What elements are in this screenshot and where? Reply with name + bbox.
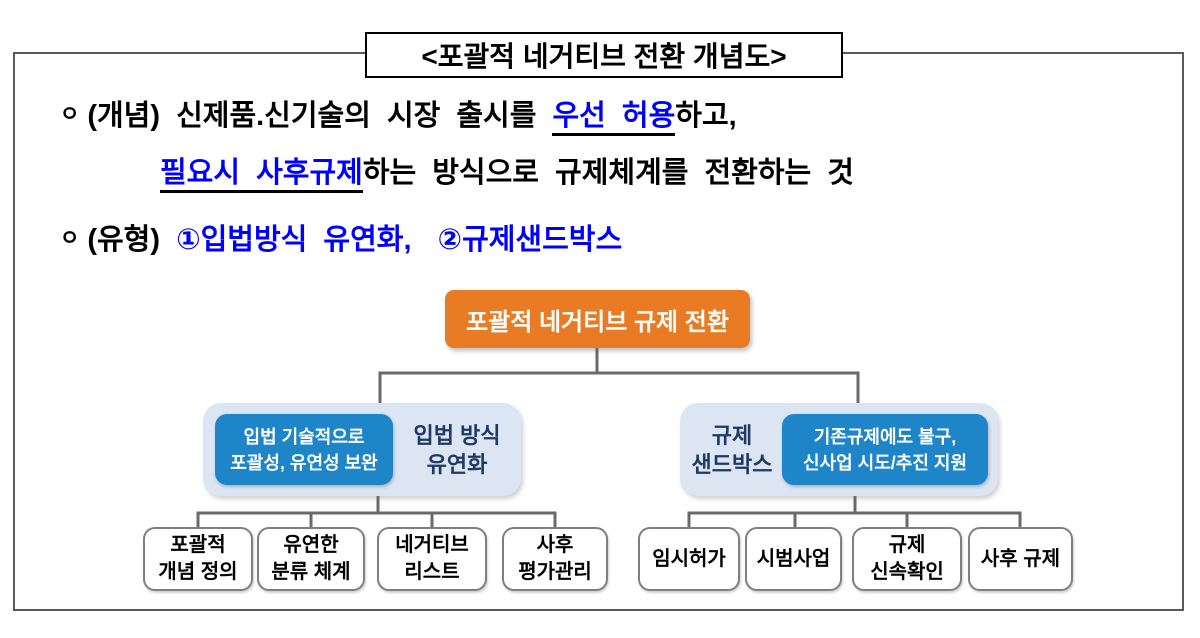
concept-label: (개념) — [87, 100, 161, 132]
title-box: <포괄적 네거티브 전환 개념도> — [365, 32, 843, 78]
concept-text-1: 신제품.신기술의 시장 출시를 — [176, 100, 537, 132]
sandbox-branch-label: 규제 샌드박스 — [691, 422, 773, 477]
leaf-comprehensive-definition: 포괄적 개념 정의 — [143, 527, 253, 591]
type-line: ㅇ (유형) ①입법방식 유연화, ②규제샌드박스 — [60, 216, 622, 258]
sandbox-badge: 기존규제에도 불구, 신사업 시도/추진 지원 — [782, 414, 988, 485]
highlight-post-regulation: 필요시 사후규제 — [160, 157, 363, 193]
leaf-negative-list: 네거티브 리스트 — [377, 527, 487, 591]
leaf-post-regulation: 사후 규제 — [968, 527, 1073, 591]
leaf-pilot-project: 시범사업 — [745, 527, 842, 591]
concept-line-2: 필요시 사후규제하는 방식으로 규제체계를 전환하는 것 — [160, 149, 854, 193]
legislation-branch-label: 입법 방식 유연화 — [413, 422, 501, 477]
concept-text-3: 하는 방식으로 규제체계를 전환하는 것 — [362, 157, 854, 189]
page-title: <포괄적 네거티브 전환 개념도> — [421, 41, 787, 72]
leaf-flexible-classification: 유연한 분류 체계 — [257, 527, 365, 591]
bullet-marker: ㅇ — [60, 227, 80, 250]
leaf-temporary-permit: 임시허가 — [638, 527, 740, 591]
concept-line-1: ㅇ (개념) 신제품.신기술의 시장 출시를 우선 허용하고, — [60, 92, 737, 136]
type-item-2: ②규제샌드박스 — [437, 224, 623, 256]
bullet-marker: ㅇ — [60, 103, 80, 126]
legislation-badge: 입법 기술적으로 포괄성, 유연성 보완 — [215, 414, 393, 485]
leaf-post-evaluation: 사후 평가관리 — [502, 527, 608, 591]
leaf-quick-confirmation: 규제 신속확인 — [852, 527, 962, 591]
concept-text-2: 하고, — [675, 100, 737, 132]
highlight-prior-allowance: 우선 허용 — [552, 100, 676, 136]
root-node: 포괄적 네거티브 규제 전환 — [445, 290, 750, 348]
type-label: (유형) — [87, 224, 161, 256]
type-item-1: ①입법방식 유연화, — [176, 224, 412, 256]
